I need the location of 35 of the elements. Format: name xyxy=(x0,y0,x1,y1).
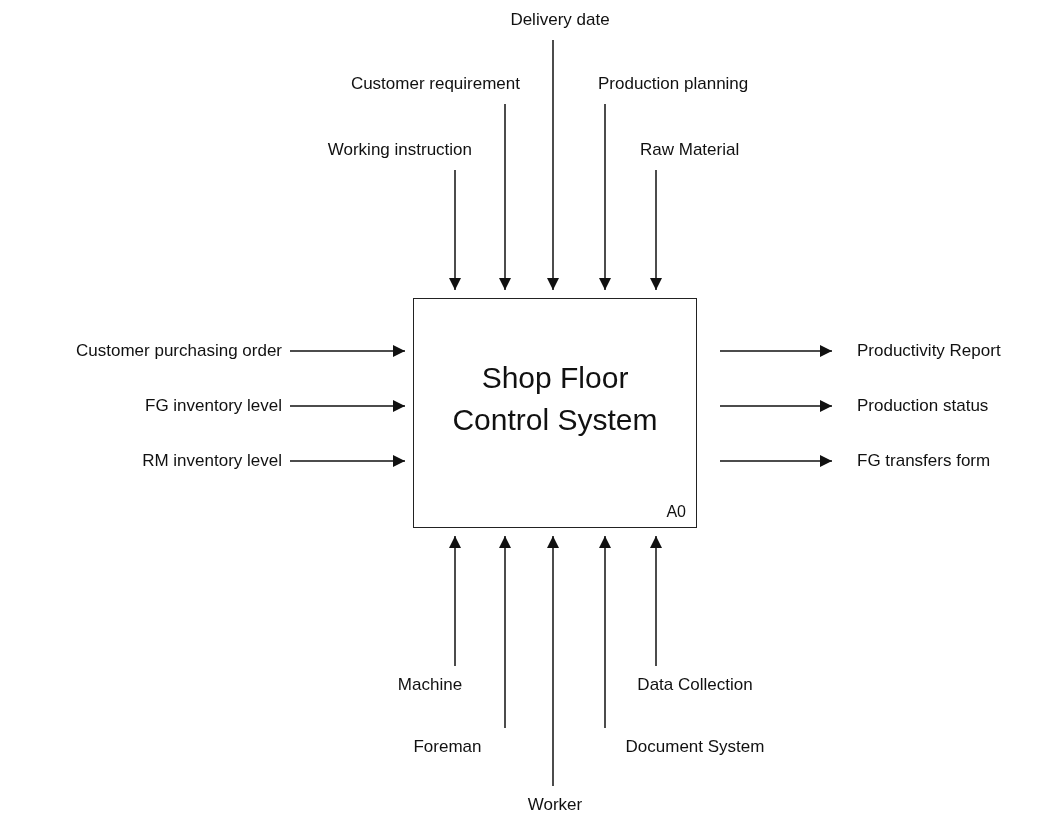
flow-label: Delivery date xyxy=(510,10,610,29)
arrow xyxy=(499,103,511,291)
arrow xyxy=(599,103,611,291)
arrow xyxy=(289,400,406,412)
flow-label: RM inventory level xyxy=(142,451,282,470)
arrow xyxy=(449,535,461,667)
arrow xyxy=(289,455,406,467)
flow-label: Production planning xyxy=(598,74,749,93)
flow-label: Worker xyxy=(527,795,583,814)
flow-label: Raw Material xyxy=(640,140,740,159)
flow-label: Productivity Report xyxy=(857,341,1001,360)
arrow xyxy=(547,39,559,291)
arrow xyxy=(499,535,511,729)
arrow xyxy=(599,535,611,729)
process-title: Shop Floor Control System xyxy=(451,360,659,438)
arrow xyxy=(719,345,833,357)
arrow xyxy=(650,169,662,291)
flow-label: Working instruction xyxy=(327,140,472,159)
arrow xyxy=(547,535,559,787)
flow-label: FG transfers form xyxy=(857,451,991,470)
flow-label: Machine xyxy=(397,675,463,694)
flow-label: Data Collection xyxy=(637,675,753,694)
flow-label: Document System xyxy=(625,737,765,756)
flow-label: Production status xyxy=(857,396,989,415)
flow-label: Customer requirement xyxy=(350,74,520,93)
arrow xyxy=(449,169,461,291)
process-box xyxy=(413,298,697,528)
arrow xyxy=(650,535,662,667)
arrow xyxy=(719,400,833,412)
arrow xyxy=(289,345,406,357)
arrow xyxy=(719,455,833,467)
flow-label: Customer purchasing order xyxy=(76,341,282,360)
flow-label: FG inventory level xyxy=(145,396,282,415)
node-number: A0 xyxy=(666,503,686,521)
flow-label: Foreman xyxy=(413,737,482,756)
